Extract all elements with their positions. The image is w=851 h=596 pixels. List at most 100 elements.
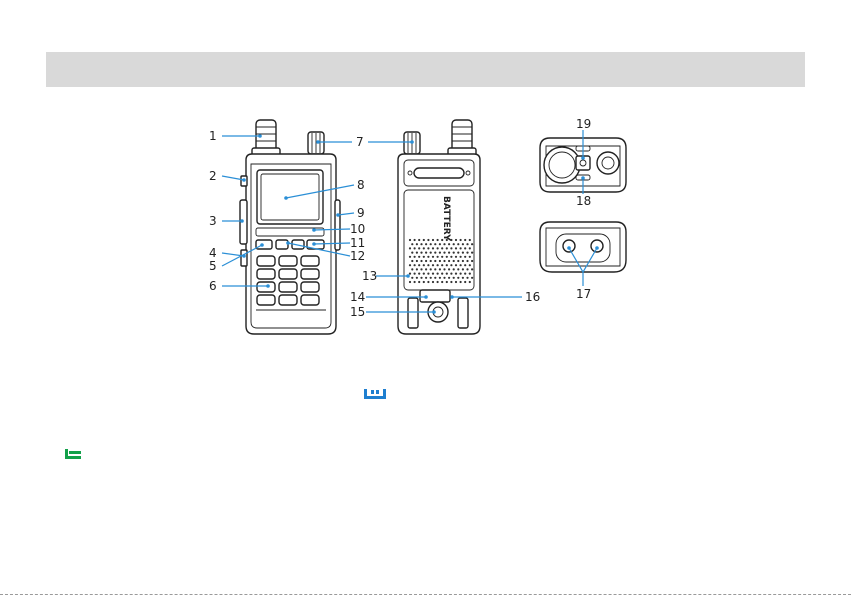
speaker-hole	[457, 243, 459, 245]
speaker-hole	[432, 247, 434, 249]
speaker-hole	[432, 256, 434, 258]
speaker-hole	[441, 273, 443, 275]
battery-label: BATTERY	[441, 196, 451, 241]
speaker-hole	[420, 243, 422, 245]
speaker-hole	[411, 277, 413, 279]
speaker-hole	[464, 264, 466, 266]
speaker-hole	[427, 264, 429, 266]
speaker-hole	[450, 281, 452, 283]
speaker-hole	[409, 239, 411, 241]
speaker-hole	[427, 273, 429, 275]
speaker-hole	[423, 281, 425, 283]
speaker-hole	[455, 239, 457, 241]
speaker-hole	[450, 273, 452, 275]
speaker-hole	[441, 239, 443, 241]
callout-15: 15	[350, 305, 365, 319]
speaker-hole	[434, 260, 436, 262]
battery-latch	[420, 290, 450, 302]
speaker-hole	[409, 247, 411, 249]
speaker-hole	[460, 256, 462, 258]
speaker-hole	[439, 243, 441, 245]
speaker-hole	[471, 260, 473, 262]
speaker-hole	[446, 273, 448, 275]
speaker-hole	[462, 277, 464, 279]
speaker-hole	[437, 273, 439, 275]
speaker-hole	[416, 252, 418, 254]
speaker-hole	[437, 247, 439, 249]
speaker-hole	[414, 264, 416, 266]
speaker-hole	[462, 260, 464, 262]
speaker-hole	[457, 260, 459, 262]
speaker-hole	[430, 252, 432, 254]
speaker-hole	[439, 260, 441, 262]
speaker-hole	[418, 264, 420, 266]
speaker-hole	[464, 247, 466, 249]
callout-17: 17	[576, 287, 591, 301]
speaker-hole	[437, 239, 439, 241]
charging-contact-left	[563, 240, 575, 252]
speaker-hole	[471, 277, 473, 279]
speaker-hole	[411, 260, 413, 262]
speaker-hole	[446, 247, 448, 249]
speaker-hole	[430, 268, 432, 270]
speaker-hole	[450, 247, 452, 249]
callout-5: 5	[209, 259, 217, 273]
speaker-hole	[446, 239, 448, 241]
speaker-hole	[420, 277, 422, 279]
side-strap	[335, 200, 340, 250]
speaker-hole	[450, 239, 452, 241]
speaker-hole	[462, 252, 464, 254]
speaker-hole	[432, 239, 434, 241]
back-foot-left	[408, 298, 418, 328]
speaker-hole	[416, 260, 418, 262]
speaker-hole	[416, 277, 418, 279]
speaker-hole	[441, 256, 443, 258]
speaker-hole	[466, 260, 468, 262]
speaker-hole	[446, 264, 448, 266]
charging-contact-right	[591, 240, 603, 252]
speaker-hole	[441, 281, 443, 283]
speaker-hole	[448, 243, 450, 245]
speaker-hole	[453, 277, 455, 279]
callout-7: 7	[356, 135, 364, 149]
speaker-hole	[464, 256, 466, 258]
menu-key	[256, 240, 272, 249]
speaker-hole	[455, 256, 457, 258]
speaker-hole	[464, 273, 466, 275]
speaker-hole	[469, 239, 471, 241]
speaker-hole	[418, 239, 420, 241]
callout-8: 8	[357, 178, 365, 192]
speaker-hole	[439, 252, 441, 254]
speaker-hole	[464, 281, 466, 283]
speaker-hole	[430, 243, 432, 245]
speaker-hole	[460, 264, 462, 266]
speaker-hole	[460, 273, 462, 275]
back-grip	[414, 168, 464, 178]
speaker-hole	[457, 268, 459, 270]
speaker-hole	[414, 247, 416, 249]
callout-10: 10	[350, 222, 365, 236]
speaker-hole	[418, 273, 420, 275]
callout-19: 19	[576, 117, 591, 131]
callout-12: 12	[350, 249, 365, 263]
speaker-hole	[441, 247, 443, 249]
speaker-hole	[420, 252, 422, 254]
callout-11: 11	[350, 236, 365, 250]
speaker-hole	[460, 239, 462, 241]
speaker-hole	[427, 256, 429, 258]
up-key	[276, 240, 288, 249]
speaker-hole	[416, 268, 418, 270]
callout-14: 14	[350, 290, 365, 304]
speaker-hole	[455, 273, 457, 275]
speaker-hole	[409, 264, 411, 266]
speaker-hole	[409, 281, 411, 283]
speaker-hole	[418, 281, 420, 283]
callout-16: 16	[525, 290, 540, 304]
speaker-hole	[453, 252, 455, 254]
callout-2: 2	[209, 169, 217, 183]
speaker-hole	[448, 268, 450, 270]
speaker-hole	[439, 277, 441, 279]
speaker-hole	[425, 277, 427, 279]
